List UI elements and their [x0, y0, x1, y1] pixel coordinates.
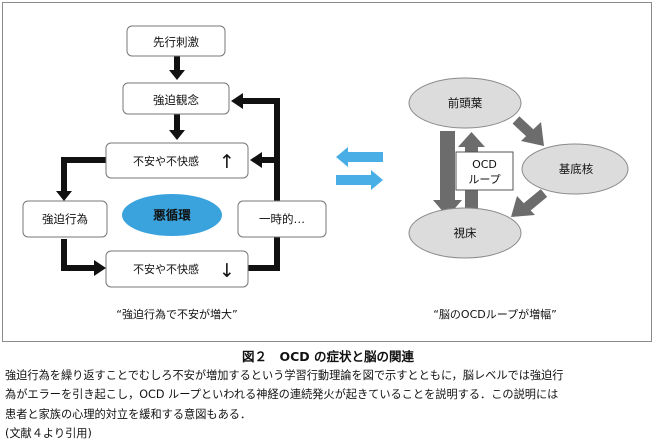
- label-stimulus: 先行刺激: [153, 35, 199, 49]
- brain-arrow-frontal-to-thalamus: [433, 131, 462, 217]
- center-exchange-arrows: [336, 147, 383, 190]
- node-basal-ganglia: 基底核: [521, 143, 629, 195]
- flow-arrow-loop-to-discomfort: [250, 152, 277, 168]
- box-compulsion: 強迫行為: [22, 200, 108, 238]
- right-brain-loop: 前頭葉 基底核 視床 OCD ループ “脳のOCDループが増幅”: [408, 77, 629, 321]
- figure-diagram: 先行刺激 強迫観念 不安や不快感 ↑ 強迫行為 悪循環 一時的… 不安や不快感 …: [22, 25, 629, 321]
- label-ocd-loop-line1: OCD: [472, 158, 497, 171]
- flow-arrow-stimulus-to-obsession: [169, 56, 185, 80]
- label-obsession: 強迫観念: [153, 93, 199, 107]
- caption-line-2: 為がエラーを引き起こし，OCD ループといわれる神経の連続発火が起きていることを…: [5, 388, 559, 402]
- right-diagram-footer: “脳のOCDループが増幅”: [433, 307, 557, 321]
- label-discomfort-up: 不安や不快感: [133, 154, 199, 168]
- label-vicious-cycle: 悪循環: [153, 208, 191, 223]
- box-obsession: 強迫観念: [122, 82, 230, 115]
- vicious-cycle-ellipse: 悪循環: [122, 194, 222, 236]
- caption-line-3: 患者と家族の心理的対立を緩和する意図もある．: [5, 407, 252, 421]
- label-thalamus: 視床: [454, 226, 477, 240]
- brain-arrow-frontal-to-basal: [512, 116, 544, 146]
- caption-citation: (文献４より引用): [5, 426, 92, 440]
- left-behavior-loop: 先行刺激 強迫観念 不安や不快感 ↑ 強迫行為 悪循環 一時的… 不安や不快感 …: [22, 25, 327, 321]
- box-stimulus: 先行刺激: [126, 25, 226, 57]
- down-arrow-icon: ↓: [219, 260, 235, 282]
- box-discomfort-up: 不安や不快感 ↑: [105, 142, 249, 179]
- flow-arrow-obsession-to-discomfort: [169, 114, 185, 140]
- label-ocd-loop-line2: ループ: [468, 173, 500, 186]
- flow-arrow-feedback-loop: [231, 93, 280, 271]
- up-arrow-icon: ↑: [219, 151, 235, 173]
- box-discomfort-down: 不安や不快感 ↓: [105, 250, 249, 288]
- label-discomfort-down: 不安や不快感: [133, 262, 199, 276]
- flow-arrow-compulsion-to-discomfort-down: [61, 239, 106, 276]
- left-diagram-footer: “強迫行為で不安が増大”: [116, 307, 237, 321]
- node-frontal-lobe: 前頭葉: [408, 77, 522, 129]
- node-thalamus: 視床: [408, 207, 522, 259]
- left-pointing-arrow-icon: [336, 147, 383, 167]
- figure-frame: [2, 2, 652, 342]
- label-frontal-lobe: 前頭葉: [448, 96, 483, 110]
- label-temporary: 一時的…: [259, 212, 305, 226]
- label-compulsion: 強迫行為: [42, 212, 88, 226]
- caption-title: 図２ OCD の症状と脳の関連: [241, 349, 415, 364]
- box-temporary: 一時的…: [237, 200, 327, 238]
- label-basal-ganglia: 基底核: [559, 162, 594, 176]
- figure-caption: 図２ OCD の症状と脳の関連 強迫行為を繰り返すことでむしろ不安が増加するとい…: [0, 348, 656, 443]
- right-pointing-arrow-icon: [336, 170, 383, 190]
- box-ocd-loop: OCD ループ: [455, 151, 514, 191]
- flow-arrow-discomfort-to-compulsion: [56, 157, 106, 201]
- caption-line-1: 強迫行為を繰り返すことでむしろ不安が増加するという学習行動理論を図で示すとともに…: [5, 369, 564, 382]
- brain-arrow-basal-to-thalamus: [511, 189, 548, 217]
